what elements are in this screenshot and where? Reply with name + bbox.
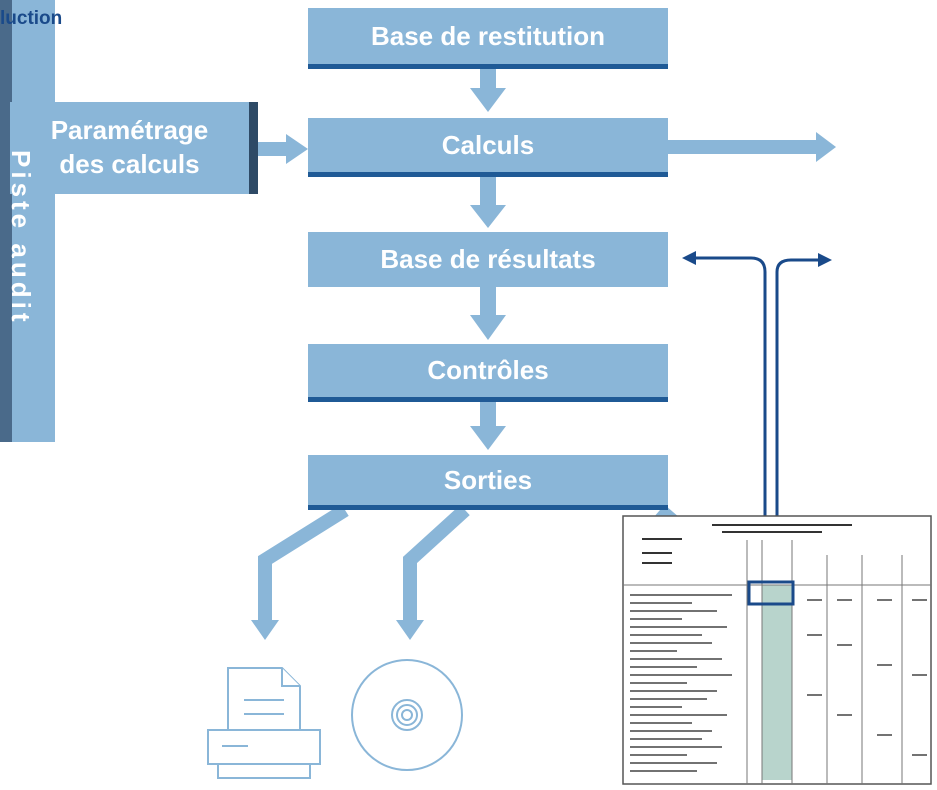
flow-arrow-parametrage-calculs (258, 134, 308, 164)
node-piste-audit: Piste audit (0, 0, 55, 442)
report-document (622, 515, 932, 785)
audit-trail-lines (682, 251, 832, 582)
node-sorties-label: Sorties (443, 464, 533, 495)
page-title-fragment: luction (0, 8, 63, 29)
node-base-resultats-label: Base de résultats (380, 244, 596, 274)
node-calculs-label: Calculs (441, 129, 535, 160)
flow-arrow-controles-sorties (470, 402, 506, 450)
node-piste-audit-label: Piste audit (6, 150, 36, 326)
node-controles-label: Contrôles (427, 355, 549, 385)
report-header-lines (642, 524, 852, 564)
flow-arrow-calculs-resultats (470, 177, 506, 228)
output-arrow-printer (251, 504, 349, 640)
flow-arrow-restitution-calculs (470, 68, 506, 112)
node-parametrage: Paramétrage des calculs (10, 102, 258, 194)
node-controles: Contrôles (308, 344, 668, 402)
flow-arrow-resultats-controles (470, 287, 506, 340)
node-parametrage-line2: des calculs (59, 149, 200, 179)
output-arrow-cd (396, 504, 470, 640)
node-sorties: Sorties (308, 455, 668, 510)
node-calculs: Calculs (308, 118, 668, 177)
node-parametrage-line1: Paramétrage (50, 115, 209, 146)
cd-disc-icon (351, 659, 463, 771)
node-base-resultats: Base de résultats (308, 232, 668, 287)
flow-arrow-calculs-piste (668, 132, 836, 162)
printer-icon (207, 667, 321, 779)
report-rows (630, 594, 927, 772)
report-selection-box (747, 580, 795, 606)
node-base-restitution-label: Base de restitution (370, 20, 606, 51)
node-base-restitution: Base de restitution (308, 8, 668, 69)
report-highlight-column (762, 585, 792, 780)
